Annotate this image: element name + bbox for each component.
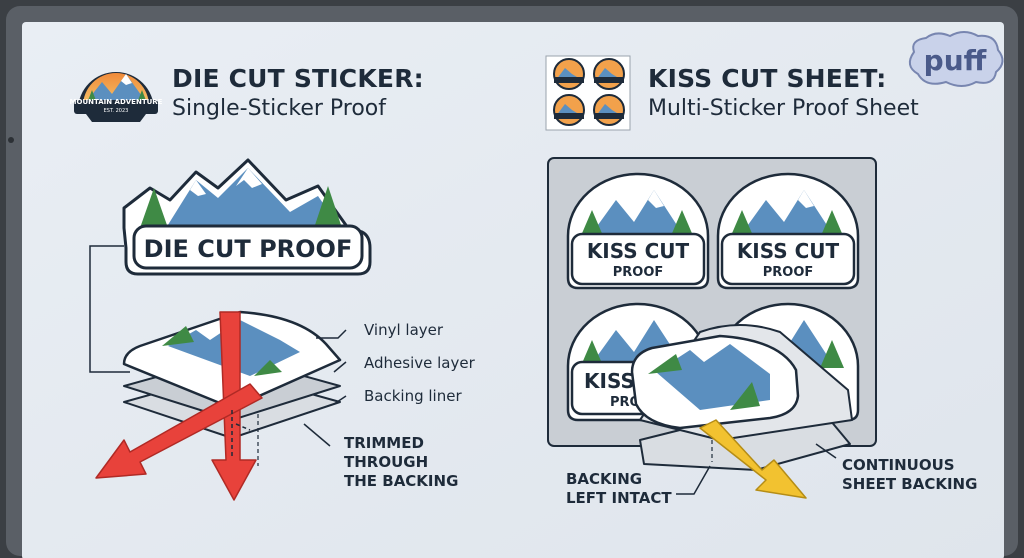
trimmed-line-1: TRIMMED: [344, 434, 424, 452]
intact-line-2: LEFT INTACT: [566, 489, 672, 507]
kiss-cut-sheet-thumbnail: [545, 55, 631, 131]
intact-leader-line: [676, 465, 711, 495]
kiss-cut-sticker-top-right: [716, 172, 860, 290]
sticker-label-bl-1: KISS: [584, 369, 635, 393]
trimmed-line-3: THE BACKING: [344, 472, 459, 490]
continuous-line-1: CONTINUOUS: [842, 456, 955, 474]
badge-year: EST. 2023: [104, 108, 129, 114]
backing-intact-callout: BACKING LEFT INTACT: [566, 470, 672, 508]
die-cut-sticker: [122, 158, 372, 276]
red-cut-arrow-left: [95, 383, 263, 479]
adhesive-layer-label: Adhesive layer: [364, 354, 475, 372]
sticker-label-tr-1: KISS CUT: [737, 239, 840, 263]
right-title: KISS CUT SHEET:: [648, 64, 887, 93]
continuous-backing-callout: CONTINUOUS SHEET BACKING: [842, 456, 977, 494]
kiss-cut-sticker-top-left: [566, 172, 710, 290]
continuous-line-2: SHEET BACKING: [842, 475, 978, 493]
continuous-leader-line: [815, 443, 837, 459]
sticker-label-tl-2: PROOF: [613, 265, 664, 280]
left-title: DIE CUT STICKER:: [172, 64, 424, 93]
kiss-cut-peel-stack: [630, 324, 853, 471]
sticker-connector-line: [89, 245, 130, 373]
trim-leader-line: [303, 423, 331, 447]
sticker-label-bl-2: PRO: [610, 395, 641, 410]
sticker-label-tl-1: KISS CUT: [587, 239, 690, 263]
puff-logo: [908, 31, 1004, 87]
trimmed-callout: TRIMMED THROUGH THE BACKING: [344, 434, 458, 491]
die-cut-proof-label: DIE CUT PROOF: [144, 235, 353, 263]
mountain-adventure-badge: [74, 72, 158, 122]
backing-leader-line: [333, 395, 347, 405]
adhesive-leader-line: [333, 361, 347, 373]
vinyl-layer-label: Vinyl layer: [364, 321, 444, 339]
sticker-label-tr-2: PROOF: [763, 265, 814, 280]
vinyl-leader-line: [316, 329, 347, 339]
badge-text: MOUNTAIN ADVENTURE: [70, 98, 163, 106]
puff-logo-text: puff: [924, 44, 987, 77]
trimmed-line-2: THROUGH: [344, 453, 429, 471]
backing-liner-label: Backing liner: [364, 387, 462, 405]
left-subtitle: Single-Sticker Proof: [172, 96, 387, 121]
right-subtitle: Multi-Sticker Proof Sheet: [648, 96, 919, 121]
yellow-peel-arrow: [699, 419, 807, 499]
intact-line-1: BACKING: [566, 470, 643, 488]
